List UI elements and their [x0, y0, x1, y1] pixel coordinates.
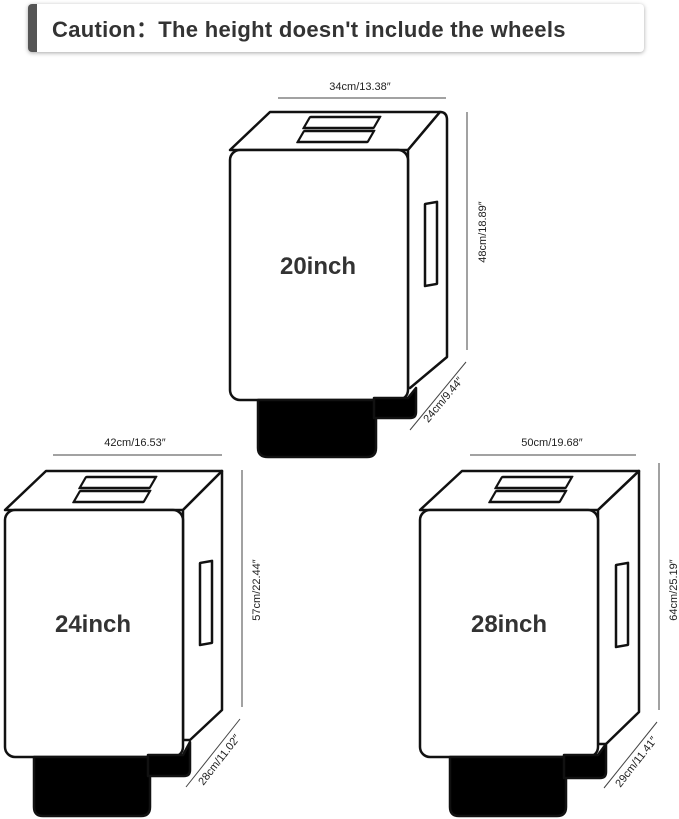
- suitcase-handle-slot: [72, 489, 152, 504]
- suitcase-wheel-rear: [372, 386, 418, 420]
- height-label-28inch: 64cm/25.19″: [668, 559, 679, 620]
- suitcase-28inch: [418, 469, 641, 818]
- suitcase-wheel-rear: [146, 740, 192, 778]
- width-label-28inch: 50cm/19.68″: [521, 437, 582, 449]
- suitcase-wheel-base: [256, 398, 378, 459]
- suitcase-side-handle: [614, 561, 630, 649]
- suitcase-handle-slot: [78, 475, 158, 490]
- suitcase-handle-slot: [488, 489, 568, 504]
- depth-label-20inch: 24cm/9.44″: [421, 375, 466, 425]
- suitcase-side-handle: [198, 559, 214, 647]
- height-label-20inch: 48cm/18.89″: [477, 201, 489, 262]
- height-label-24inch: 57cm/22.44″: [251, 559, 263, 620]
- depth-label-24inch: 28cm/11.02″: [196, 733, 243, 788]
- width-label-24inch: 42cm/16.53″: [104, 437, 165, 449]
- suitcase-side-handle: [423, 200, 439, 288]
- size-label-28inch: 28inch: [471, 611, 547, 638]
- depth-label-28inch: 29cm/11.41″: [613, 735, 660, 790]
- suitcase-wheel-rear: [562, 742, 608, 780]
- width-label-20inch: 34cm/13.38″: [329, 81, 390, 93]
- caution-text: Caution：The height doesn't include the w…: [52, 17, 566, 42]
- suitcase-handle-slot: [494, 475, 574, 490]
- caution-banner: Caution：The height doesn't include the w…: [28, 4, 644, 52]
- suitcase-wheel-base: [32, 755, 152, 818]
- size-label-24inch: 24inch: [55, 611, 131, 638]
- dimension-lines-24inch: [53, 454, 243, 788]
- suitcase-24inch: [3, 469, 224, 818]
- suitcase-20inch: [228, 110, 449, 459]
- suitcase-handle-slot: [296, 129, 376, 144]
- suitcase-handle-slot: [302, 115, 382, 130]
- dimension-lines-28inch: [470, 454, 660, 789]
- suitcase-wheel-base: [448, 755, 568, 818]
- dimension-lines-20inch: [278, 97, 468, 431]
- size-label-20inch: 20inch: [280, 253, 356, 280]
